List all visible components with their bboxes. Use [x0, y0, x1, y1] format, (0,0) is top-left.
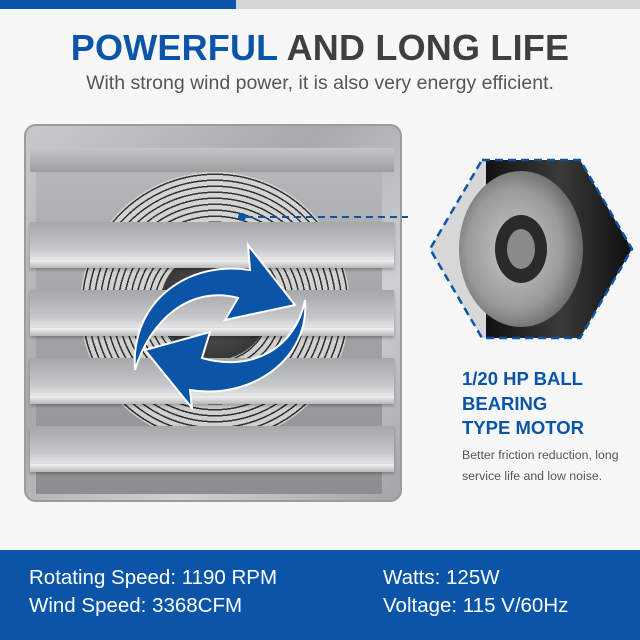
motor-title-line-2: BEARING	[462, 392, 548, 414]
motor-closeup-hexagon	[428, 158, 634, 340]
specs-band: Rotating Speed: 1190 RPM Wind Speed: 336…	[0, 550, 640, 640]
page-title: POWERFUL AND LONG LIFE	[0, 28, 640, 68]
top-accent-bar-blue	[0, 0, 236, 9]
motor-feature-description: Better friction reduction, long service …	[462, 448, 619, 483]
louver-4	[30, 426, 394, 472]
louver-top-rail	[30, 148, 394, 172]
subtitle: With strong wind power, it is also very …	[86, 72, 554, 94]
rotation-arrows-icon	[133, 241, 307, 410]
spec-rotating-speed: Rotating Speed: 1190 RPM	[29, 566, 278, 589]
title-rest: AND LONG LIFE	[286, 27, 570, 68]
callout-connector-line	[238, 213, 408, 221]
spec-wind-speed: Wind Speed: 3368CFM	[29, 594, 243, 617]
motor-feature-title: 1/20 HP BALL BEARING TYPE MOTOR	[462, 367, 640, 441]
top-accent-bar-gray	[236, 0, 640, 9]
fan-bottom-rail	[36, 480, 382, 494]
spec-watts: Watts: 125W	[383, 566, 500, 589]
louver-1	[30, 222, 394, 268]
title-highlight: POWERFUL	[70, 27, 278, 68]
motor-title-line-1: 1/20 HP BALL	[462, 368, 583, 389]
spec-voltage: Voltage: 115 V/60Hz	[383, 594, 569, 617]
motor-title-line-3: TYPE MOTOR	[462, 417, 584, 438]
louver-2	[30, 290, 394, 336]
